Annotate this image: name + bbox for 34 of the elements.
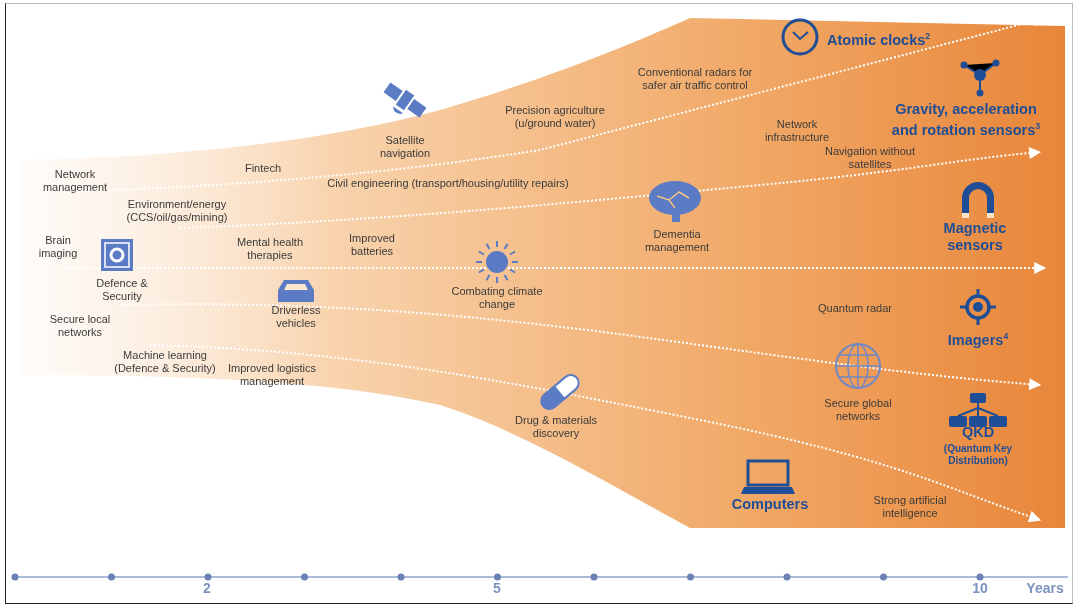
application-label: Network management [41, 168, 109, 194]
category-heading: Gravity, acceleration and rotation sensors$^{3}$ [890, 101, 1042, 139]
axis-title: Years [1025, 582, 1065, 595]
application-label: Navigation without satellites [824, 145, 916, 171]
axis-tick-label: 2 [202, 582, 212, 595]
application-label: Network infrastructure [763, 118, 831, 144]
application-label: Machine learning (Defence & Security) [113, 349, 217, 375]
category-heading: Imagers$^{4}$ [946, 330, 1010, 349]
application-label: Secure global networks [823, 397, 893, 423]
application-label: Civil engineering (transport/housing/utility repairs) [326, 177, 570, 190]
application-label: Driverless vehicles [270, 304, 322, 330]
application-label: Environment/energy (CCS/oil/gas/mining) [125, 198, 229, 224]
application-label: Improved logistics management [226, 362, 317, 388]
application-label: Defence & Security [95, 277, 149, 303]
category-heading: Atomic clocks$^{2}$ [827, 30, 932, 49]
category-heading: QKD [960, 424, 996, 441]
application-label: Precision agriculture (u/ground water) [504, 104, 606, 130]
application-label: Secure local networks [48, 313, 112, 339]
application-label: Dementia management [643, 228, 711, 254]
category-heading: Computers [730, 496, 810, 513]
application-label: Brain imaging [37, 234, 79, 260]
application-label: Improved batteries [348, 232, 396, 258]
application-label: Drug & materials discovery [514, 414, 598, 440]
category-heading: Magnetic sensors [942, 220, 1008, 254]
axis-tick-label: 10 [971, 582, 989, 595]
application-label: Fintech [243, 162, 283, 175]
application-label: Quantum radar [817, 302, 893, 315]
axis-tick-label: 5 [492, 582, 502, 595]
application-label: Conventional radars for safer air traffic control [636, 66, 754, 92]
application-label: Satellite navigation [378, 134, 432, 160]
application-label: Strong artificial intelligence [872, 494, 948, 520]
application-label: Mental health therapies [235, 236, 304, 262]
application-label: Combating climate change [450, 285, 544, 311]
category-subheading: (Quantum Key Distribution) [942, 443, 1014, 467]
